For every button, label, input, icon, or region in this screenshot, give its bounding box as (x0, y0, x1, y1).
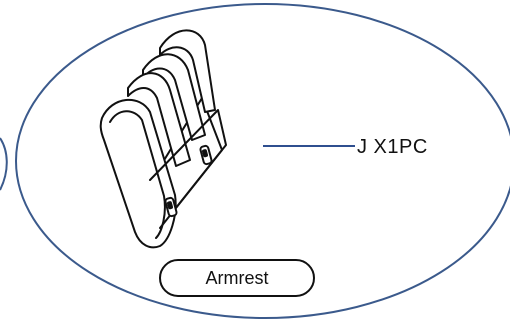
mounting-bracket-icon (199, 144, 213, 166)
armrest-rear-roll (159, 29, 216, 113)
armrest-front-face (99, 98, 177, 249)
mounting-bracket-icon (164, 196, 178, 218)
adjacent-ellipse-edge (0, 137, 8, 191)
caption-text: Armrest (205, 267, 269, 288)
armrest-drawing (99, 29, 227, 249)
callout-ellipse (15, 3, 510, 319)
armrest-front-seam (109, 110, 166, 239)
caption-pill: Armrest (159, 259, 315, 297)
armrest-roll-1 (142, 53, 206, 141)
armrest-bottom-rail (149, 109, 227, 229)
part-code-label: J X1PC (357, 136, 428, 158)
armrest-roll-2 (127, 72, 191, 167)
